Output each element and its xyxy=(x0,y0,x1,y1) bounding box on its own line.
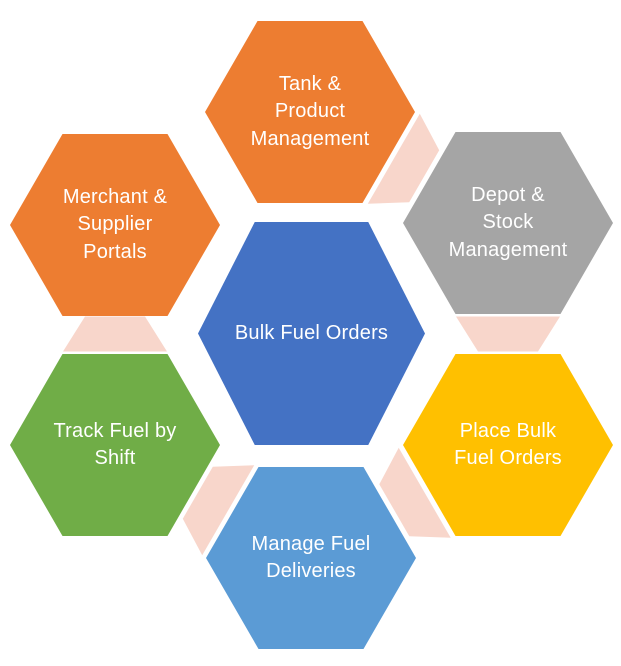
hexagon-track-fuel-by-shift: Track Fuel by Shift xyxy=(10,354,220,536)
hexagon-label-tank-product-management: Tank & Product Management xyxy=(250,73,370,150)
hexagon-label-place-bulk-fuel-orders: Place Bulk Fuel Orders xyxy=(454,419,562,469)
hexagon-label-depot-stock-management: Depot & Stock Management xyxy=(448,184,568,261)
hexagon-label-manage-fuel-deliveries: Manage Fuel Deliveries xyxy=(251,532,371,582)
hexagon-label-merchant-supplier-portals: Merchant & Supplier Portals xyxy=(62,186,168,263)
connector-lower-right-to-bottom xyxy=(379,447,451,538)
connector-upper-right-to-lower-right xyxy=(456,316,560,352)
hexagon-merchant-supplier-portals: Merchant & Supplier Portals xyxy=(10,134,220,316)
connector-bottom-to-lower-left xyxy=(182,465,255,556)
connector-top-to-upper-right xyxy=(367,113,440,204)
hexagon-place-bulk-fuel-orders: Place Bulk Fuel Orders xyxy=(403,354,613,536)
hexagon-label-track-fuel-by-shift: Track Fuel by Shift xyxy=(53,419,177,469)
connector-lower-left-to-upper-left xyxy=(63,316,167,352)
hexagon-label-bulk-fuel-orders: Bulk Fuel Orders xyxy=(234,321,389,344)
